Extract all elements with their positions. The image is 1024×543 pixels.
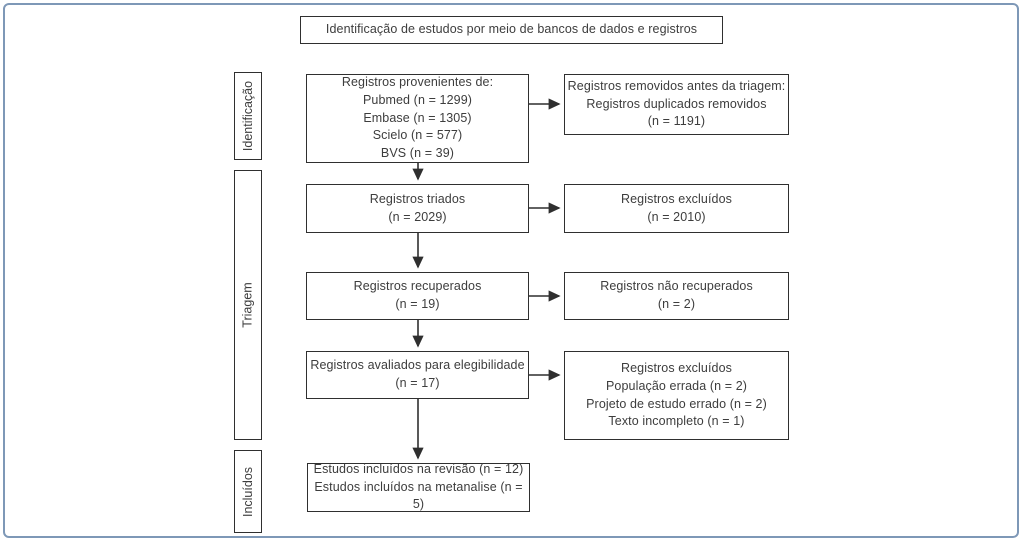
diagram-frame [3,3,1019,538]
stage-label-screening-text: Triagem [241,282,256,328]
diagram-title: Identificação de estudos por meio de ban… [300,16,723,44]
box-records-retrieved: Registros recuperados (n = 19) [306,272,529,320]
box-records-assessed: Registros avaliados para elegibilidade (… [306,351,529,399]
stage-label-identification-text: Identificação [241,80,255,152]
box-records-excluded-eligibility: Registros excluídos População errada (n … [564,351,789,440]
stage-label-identification: Identificação [234,72,262,160]
box-records-identified: Registros provenientes de: Pubmed (n = 1… [306,74,529,163]
box-records-screened: Registros triados (n = 2029) [306,184,529,233]
stage-label-screening: Triagem [234,170,262,440]
stage-label-included-text: Incluídos [241,466,255,517]
box-records-removed-before-screening: Registros removidos antes da triagem: Re… [564,74,789,135]
box-records-not-retrieved: Registros não recuperados (n = 2) [564,272,789,320]
stage-label-included: Incluídos [234,450,262,533]
box-records-excluded: Registros excluídos (n = 2010) [564,184,789,233]
box-studies-included: Estudos incluídos na revisão (n = 12) Es… [307,462,530,512]
